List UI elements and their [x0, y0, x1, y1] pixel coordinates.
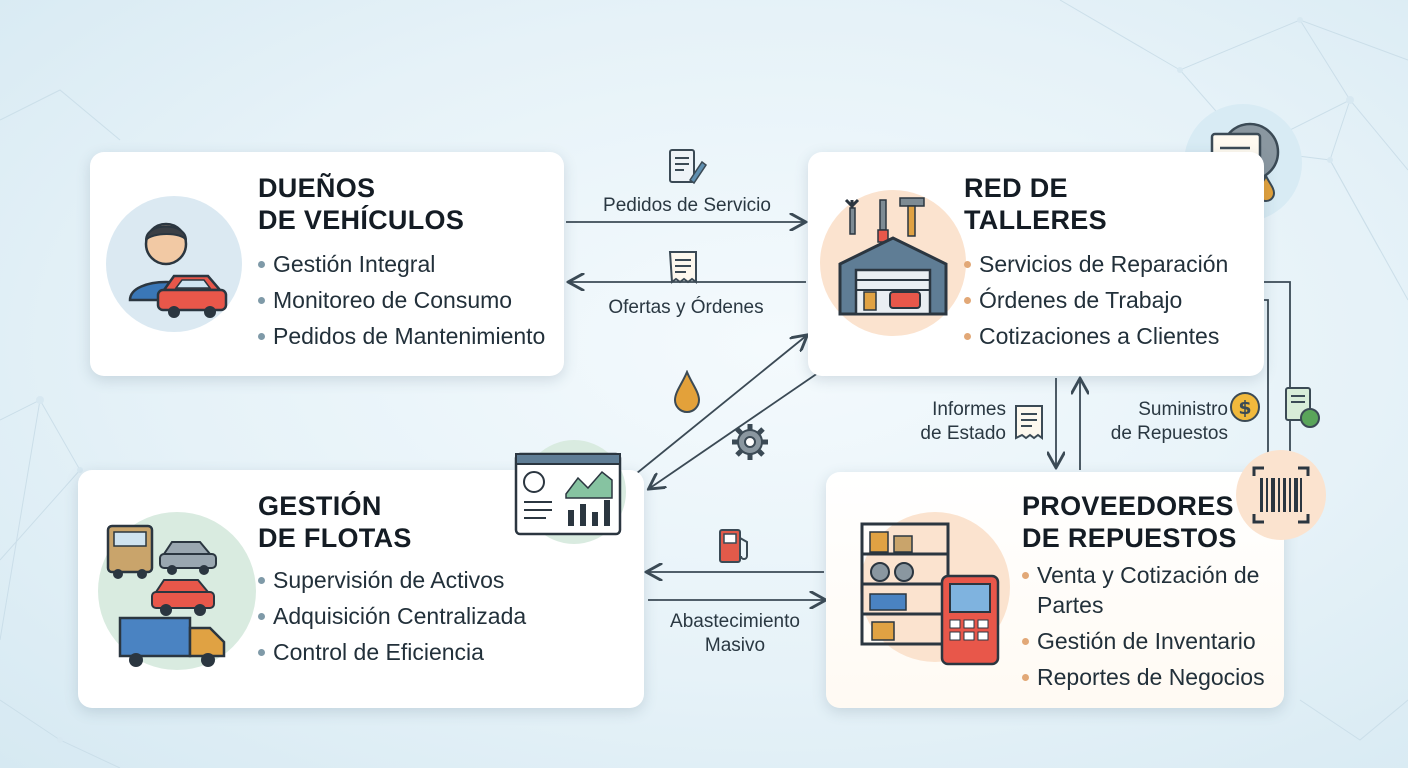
flow-label-status-reports: Informes de Estado [898, 398, 1006, 446]
parts-supply-line1: Suministro [1138, 399, 1228, 420]
fleet-title-line1: GESTIÓN [258, 491, 382, 521]
suppliers-title: PROVEEDORES DE REPUESTOS [1022, 490, 1237, 554]
flow-label-offers-orders: Ofertas y Órdenes [608, 297, 764, 318]
dashboard-screen-icon [514, 452, 622, 536]
arrow-fleet-to-workshop [625, 336, 806, 483]
dashboard-badge [512, 440, 628, 550]
list-item: Pedidos de Mantenimiento [258, 318, 545, 354]
node-vehicle-owners: DUEÑOS DE VEHÍCULOS Gestión Integral Mon… [90, 152, 564, 376]
oil-drop-icon [673, 370, 701, 413]
owners-items: Gestión Integral Monitoreo de Consumo Pe… [258, 246, 545, 354]
list-item: Venta y Cotización de Partes [1022, 560, 1287, 620]
parts-supply-line2: de Repuestos [1110, 423, 1228, 444]
workshops-title-line2: TALLERES [964, 205, 1107, 235]
barcode-icon [1252, 466, 1310, 524]
fleet-title-line2: DE FLOTAS [258, 523, 412, 553]
arrow-workshop-to-fleet [650, 361, 835, 488]
dollar-coin-icon: $ [1230, 392, 1260, 422]
svg-text:$: $ [1238, 397, 1251, 419]
status-report-icon [1015, 405, 1043, 440]
bulk-supply-line1: Abastecimiento [670, 611, 800, 632]
status-reports-line1: Informes [932, 399, 1006, 420]
node-fleet-management: GESTIÓN DE FLOTAS Supervisión de Activos… [78, 470, 644, 708]
list-item: Supervisión de Activos [258, 562, 526, 598]
list-item: Servicios de Reparación [964, 246, 1228, 282]
owners-title-line2: DE VEHÍCULOS [258, 205, 465, 235]
invoice-globe-icon [1285, 387, 1320, 428]
workshops-title: RED DE TALLERES [964, 172, 1107, 236]
list-item: Monitoreo de Consumo [258, 282, 545, 318]
owners-title-line1: DUEÑOS [258, 173, 376, 203]
list-item: Reportes de Negocios [1022, 662, 1287, 692]
fleet-items: Supervisión de Activos Adquisición Centr… [258, 562, 526, 670]
list-item: Control de Eficiencia [258, 634, 526, 670]
parts-shelf-and-pos-icon [860, 522, 1000, 666]
receipt-icon [668, 251, 697, 284]
suppliers-title-line1: PROVEEDORES [1022, 491, 1234, 521]
flow-label-service-orders: Pedidos de Servicio [603, 195, 771, 216]
node-workshop-network: RED DE TALLERES Servicios de Reparación … [808, 152, 1264, 376]
barcode-badge [1236, 450, 1326, 540]
garage-with-tools-icon [838, 197, 948, 316]
flow-label-parts-supply: Suministro de Repuestos [1096, 398, 1228, 446]
list-item: Cotizaciones a Clientes [964, 318, 1228, 354]
workshops-title-line1: RED DE [964, 173, 1068, 203]
list-item: Gestión Integral [258, 246, 545, 282]
suppliers-items: Venta y Cotización de Partes Gestión de … [1022, 560, 1287, 698]
flow-label-bulk-supply: Abastecimiento Masivo [652, 610, 818, 658]
vehicles-icon [106, 524, 226, 667]
gear-icon [732, 424, 768, 460]
fuel-pump-icon [719, 529, 748, 563]
suppliers-title-line2: DE REPUESTOS [1022, 523, 1237, 553]
workshops-items: Servicios de Reparación Órdenes de Traba… [964, 246, 1228, 354]
status-reports-line2: de Estado [920, 423, 1006, 444]
document-pen-icon [669, 149, 708, 185]
list-item: Órdenes de Trabajo [964, 282, 1228, 318]
bulk-supply-line2: Masivo [704, 635, 766, 656]
list-item: Adquisición Centralizada [258, 598, 526, 634]
list-item: Gestión de Inventario [1022, 626, 1287, 656]
person-with-car-icon [128, 222, 228, 318]
fleet-title: GESTIÓN DE FLOTAS [258, 490, 412, 554]
owners-title: DUEÑOS DE VEHÍCULOS [258, 172, 464, 236]
node-parts-suppliers: PROVEEDORES DE REPUESTOS Venta y Cotizac… [826, 472, 1284, 708]
